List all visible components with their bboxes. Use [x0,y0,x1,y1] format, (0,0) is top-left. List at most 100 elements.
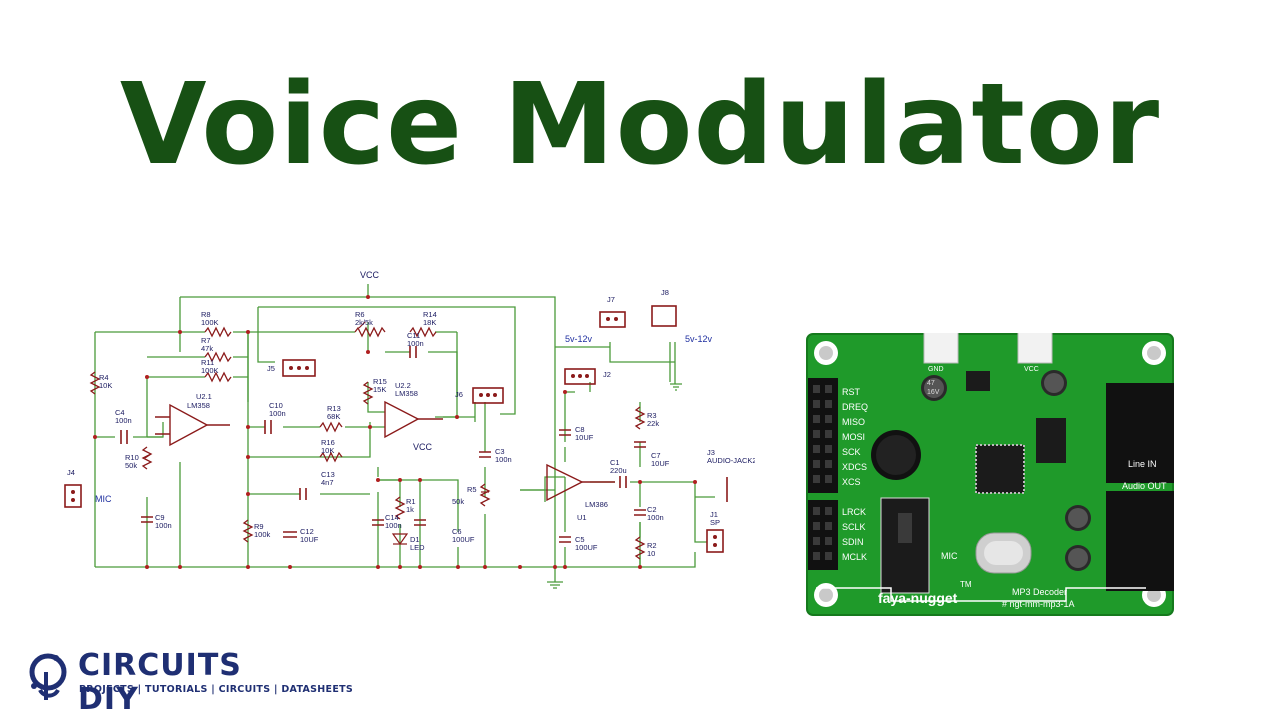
label-j7: J7 [607,295,615,304]
label-c8: C8 [575,425,585,434]
label-r11: R11 [201,358,214,367]
pin-mclk: MCLK [842,552,867,562]
silkscreen-line [816,587,1146,602]
schematic-labels: VCC VCC R8 100K R7 47k R11 100K R4 10K C… [67,270,755,558]
label-r3v: 22k [647,419,659,428]
label-r5v: 50k [452,497,464,506]
label-c7: C7 [651,451,661,460]
label-c7v: 10UF [651,459,670,468]
label-c2v: 100n [647,513,664,522]
misc-symbols [144,321,489,546]
label-r4v: 10K [99,381,112,390]
label-c13v: 4n7 [321,478,334,487]
label-j3v: AUDIO-JACK2 [707,456,755,465]
label-j1: J1 [710,510,718,519]
label-mic: MIC [941,551,958,561]
label-r10v: 50k [125,461,137,470]
audio-jack-out [1106,491,1174,591]
label-r11v: 100K [201,366,219,375]
label-r10: R10 [125,453,139,462]
label-c6: C6 [452,527,462,536]
product-label: MP3 Decoder [1012,587,1067,597]
label-r7: R7 [201,336,211,345]
pin-sdin: SDIN [842,537,864,547]
wires [94,284,715,582]
label-c2: C2 [647,505,657,514]
decoder-chip [975,444,1025,494]
label-power-a: 5v-12v [565,334,593,344]
electrolytic-caps [921,370,1091,571]
logo-brand: CIRCUITS DIY [78,648,242,717]
junctions [93,295,697,569]
label-j2: J2 [603,370,611,379]
pin-mosi: MOSI [842,432,865,442]
cap-label-a: 47 [927,380,935,387]
label-sp: SP [710,518,720,527]
label-mic: MIC [95,494,112,504]
label-c8v: 10UF [575,433,594,442]
label-r8: R8 [201,310,211,319]
label-r4: R4 [99,373,109,382]
label-c12v: 10UF [300,535,319,544]
label-r8v: 100K [201,318,219,327]
label-r14v: 18K [423,318,436,327]
pin-xcs: XCS [842,477,861,487]
label-lm386: LM386 [585,500,608,509]
label-d1v: LED [410,543,425,552]
model-label: # ngt-mm-mp3-1A [1002,599,1075,609]
label-c10v: 100n [269,409,286,418]
pin-dreq: DREQ [842,402,868,412]
label-j8: J8 [661,288,669,297]
label-r15v: 15K [373,385,386,394]
logo-mark-icon [29,653,67,700]
label-c11: C11 [407,331,420,340]
mounting-hole-inner [819,346,1161,602]
label-c14v: 100n [385,521,402,530]
label-r6v: 2k/5k [355,318,373,327]
label-r15: R15 [373,377,387,386]
capacitors [120,346,646,543]
pin-sck: SCK [842,447,861,457]
label-c11v: 100n [407,339,424,348]
resistors [89,326,646,560]
header-bottom [808,500,838,570]
opamps [155,400,615,502]
label-r2v: 10 [647,549,655,558]
vcc-label: VCC [360,270,380,280]
label-c6v: 100UF [452,535,475,544]
label-u22v: LM358 [395,389,418,398]
pin-rst: RST [842,387,861,397]
label-c9v: 100n [155,521,172,530]
header-holes [813,385,832,560]
label-c1v: 220u [610,466,627,475]
label-r1v: 1k [406,505,414,514]
connectors [64,305,728,553]
label-line-in-right: Line IN [1128,459,1157,469]
label-r9v: 100k [254,530,271,539]
label-r5: R5 [467,485,477,494]
brand-label: faya-nugget [878,590,958,606]
label-j4: J4 [67,468,75,477]
page-title: Voice Modulator [119,60,1161,190]
jst-connector-vcc [1017,333,1053,364]
label-r14: R14 [423,310,437,319]
circuits-diy-logo[interactable]: CIRCUITS DIY PROJECTS | TUTORIALS | CIRC… [26,646,353,717]
label-c13: C13 [321,470,335,479]
label-d1: D1 [410,535,420,544]
regulator-chip [1036,418,1066,463]
label-c1: C1 [610,458,620,467]
label-r13: R13 [327,404,341,413]
pin-miso: MISO [842,417,865,427]
vcc-label-2: VCC [413,442,433,452]
slide-switch [880,497,930,594]
label-u22: U2.2 [395,381,411,390]
label-c3v: 100n [495,455,512,464]
audio-jack-line-in [1106,383,1174,483]
small-ic [966,371,990,391]
label-u1: U1 [577,513,587,522]
label-vcc: VCC [1024,366,1039,373]
ground-symbols [547,383,682,589]
label-c5v: 100UF [575,543,598,552]
label-r6: R6 [355,310,365,319]
label-r16: R16 [321,438,335,447]
